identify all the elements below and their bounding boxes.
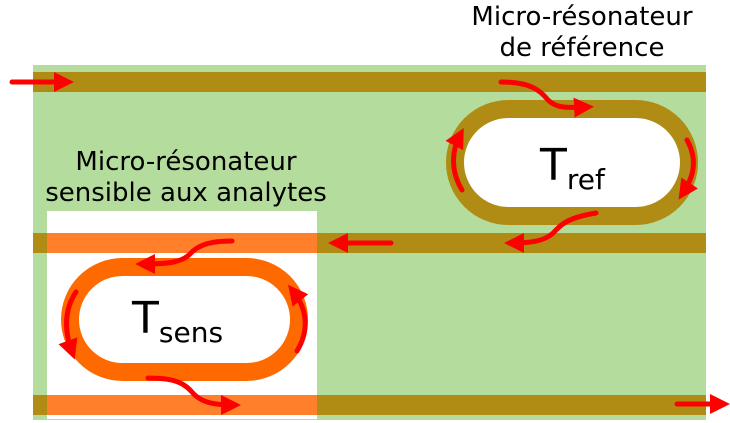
- ref-ring-left-arrow: [445, 127, 465, 193]
- sens-ring-left-arrow: [58, 289, 79, 360]
- sensing-ring: [61, 258, 308, 381]
- ref-title-line1: Micro-résonateur: [471, 2, 692, 32]
- middle-bus-sensing-segment: [47, 233, 317, 253]
- ref-coupling-out-arrow: [504, 210, 599, 253]
- ref-ring-right-arrow: [678, 137, 698, 200]
- sens-coupling-out-arrow: [145, 375, 241, 415]
- ref-symbol: Tref: [539, 140, 606, 196]
- ref-title-line2: de référence: [500, 33, 665, 63]
- ref-coupling-in-arrow: [498, 79, 594, 118]
- sens-symbol-main: T: [131, 293, 159, 344]
- ref-symbol-main: T: [539, 140, 567, 191]
- sens-coupling-in-arrow: [135, 238, 235, 274]
- sens-title-line2: sensible aux analytes: [45, 178, 327, 208]
- ref-symbol-sub: ref: [567, 163, 606, 196]
- sens-title-line1: Micro-résonateur: [75, 147, 296, 177]
- bottom-bus-sensing-segment: [47, 395, 317, 415]
- sens-symbol: Tsens: [131, 293, 223, 349]
- top-bus-waveguide: [33, 72, 706, 92]
- sens-ring-right-arrow: [288, 284, 309, 354]
- sens-symbol-sub: sens: [159, 316, 223, 349]
